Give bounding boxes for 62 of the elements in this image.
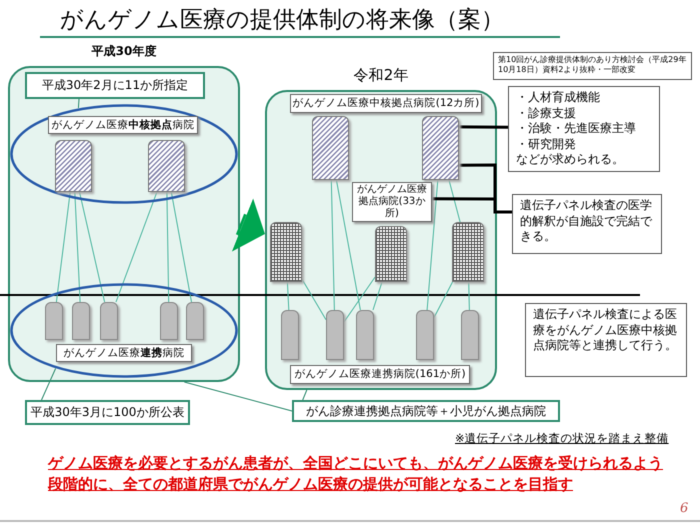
link-line [166, 192, 170, 302]
hospital-label: がんゲノム医療中核拠点病院 [48, 116, 198, 134]
leader-line [184, 382, 292, 412]
link-line [426, 180, 438, 310]
link-line [448, 180, 461, 222]
link-line [56, 192, 71, 302]
hospital-label: がんゲノム医療拠点病院(33か所) [352, 182, 432, 222]
hospital-bar [312, 116, 349, 180]
list-item: ・研究開発 [516, 136, 577, 152]
hospital-bar [375, 226, 407, 282]
hospital-bar [55, 140, 92, 192]
source-note: 第10回がん診療提供体制のあり方検討会（平成29年10月18日）資料2より抜粋・一部改変 [493, 52, 692, 80]
connector-line [458, 125, 508, 129]
link-line [434, 282, 453, 318]
hospital-bar [160, 302, 178, 340]
panel-heading: 令和2年 [352, 65, 410, 86]
list-item: などが求められる。 [516, 152, 625, 168]
leader-line [41, 368, 56, 400]
link-line [330, 180, 335, 310]
note-box [508, 86, 660, 172]
link-line [302, 278, 326, 320]
slide-title: がんゲノム医療の提供体制の将来像（案） [60, 6, 504, 35]
footnote: ※遺伝子パネル検査の状況を踏まえ整備 [455, 430, 670, 446]
block-arrow [232, 198, 265, 252]
link-line [336, 180, 361, 310]
callout-box: 平成30年3月に100か所公表 [25, 400, 190, 425]
hospital-bar [356, 310, 374, 360]
hospital-bar [422, 116, 459, 180]
panel-heading: 平成30年度 [90, 43, 158, 60]
hospital-bar [72, 302, 90, 340]
hospital-bar [461, 310, 479, 360]
hospital-bar [270, 222, 302, 282]
list-item: ・治験・先進医療主導 [516, 121, 637, 137]
note-box: 遺伝子パネル検査の医学的解釈が自施設で完結できる。 [512, 194, 662, 254]
note-box: 遺伝子パネル検査による医療をがんゲノム医療中核拠点病院等と連携して行う。 [525, 303, 687, 377]
goal-statement: ゲノム医療を必要とするがん患者が、全国どこにいても、がんゲノム医療を受けられるよう段階的に、全ての都道府県でがんゲノム医療の提供が可能となることを目指す [48, 453, 664, 495]
hospital-label: がんゲノム医療連携病院 [56, 344, 192, 362]
hospital-bar [148, 140, 185, 192]
callout-box: 平成30年2月に11か所指定 [25, 72, 205, 99]
callout-box: がん診療連携拠点病院等＋小児がん拠点病院 [292, 400, 560, 422]
hospital-bar [326, 310, 344, 360]
hospital-bar [452, 222, 484, 282]
link-line [170, 192, 192, 302]
leader-line [78, 98, 80, 108]
hospital-bar [45, 302, 63, 340]
link-line [468, 282, 470, 310]
hospital-bar [186, 302, 204, 340]
link-line [116, 192, 158, 302]
hospital-bar [100, 302, 118, 340]
hospital-label: がんゲノム医療中核拠点病院(12カ所) [290, 94, 482, 113]
list-item: ・人材育成機能 [516, 90, 601, 106]
link-line [372, 282, 382, 310]
link-line [74, 192, 81, 302]
hospital-bar [281, 310, 299, 360]
list-item: ・診療支援 [516, 106, 577, 122]
leader-line [302, 390, 308, 400]
link-line [79, 192, 106, 302]
hospital-label: がんゲノム医療連携病院(161か所) [290, 365, 470, 384]
page-number: 6 [680, 500, 690, 518]
link-line [286, 282, 290, 310]
hospital-bar [416, 310, 434, 360]
link-line [344, 276, 376, 322]
